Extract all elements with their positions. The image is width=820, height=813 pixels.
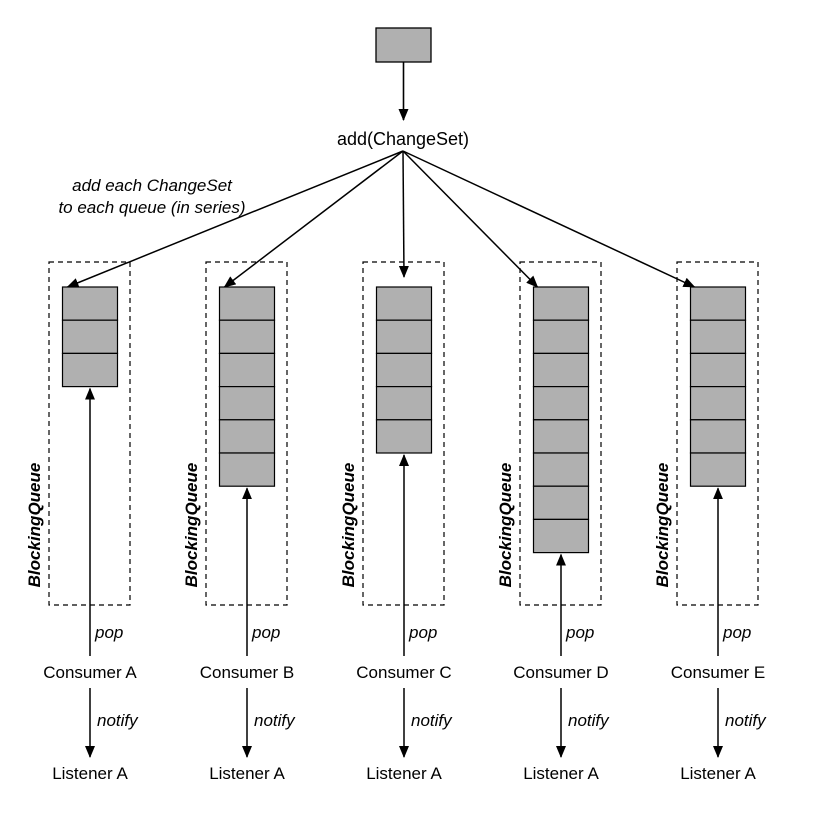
blocking-queue-outline	[519, 261, 602, 606]
queue-slot	[218, 286, 276, 321]
blocking-queue-label: BlockingQueue	[496, 463, 515, 588]
blocking-queue-label: BlockingQueue	[182, 463, 201, 588]
listener-label: Listener A	[209, 764, 285, 783]
queue-slot	[532, 485, 590, 521]
queue-slot	[689, 452, 747, 487]
changeset-source-box	[375, 27, 432, 63]
queue-slot	[532, 452, 590, 487]
queue-slot	[689, 386, 747, 421]
add-to-queue-arrow	[402, 150, 696, 288]
consumer-label: Consumer B	[200, 663, 294, 682]
blocking-queue-label: BlockingQueue	[25, 463, 44, 588]
queue-slot	[218, 319, 276, 355]
add-to-queue-arrow	[223, 150, 404, 288]
add-to-queue-arrow	[398, 150, 409, 278]
blocking-queue-outline	[205, 261, 288, 606]
consumer-label: Consumer C	[356, 663, 451, 682]
queue-slot	[61, 352, 119, 388]
pop-label: pop	[565, 623, 594, 642]
queue-slot	[689, 419, 747, 454]
queue-slot	[218, 419, 276, 454]
queue-slot	[375, 352, 433, 388]
blocking-queue-label: BlockingQueue	[653, 463, 672, 588]
queue-slot	[532, 386, 590, 421]
consumer-label: Consumer D	[513, 663, 608, 682]
listener-label: Listener A	[680, 764, 756, 783]
queue-slot	[375, 386, 433, 421]
blocking-queue-label: BlockingQueue	[339, 463, 358, 588]
queue-slot	[689, 319, 747, 355]
queue-slot	[532, 319, 590, 355]
listener-label: Listener A	[52, 764, 128, 783]
blocking-queue-outline	[676, 261, 759, 606]
add-to-queue-arrow	[402, 150, 539, 288]
queue-slot	[532, 419, 590, 454]
pop-label: pop	[722, 623, 751, 642]
queue-slot	[532, 286, 590, 321]
queue-slot	[61, 319, 119, 355]
pop-label: pop	[251, 623, 280, 642]
blocking-queue-outline	[48, 261, 131, 606]
queue-slot	[218, 352, 276, 388]
consumer-label: Consumer E	[671, 663, 765, 682]
queue-slot	[532, 518, 590, 554]
queue-slot	[532, 352, 590, 388]
queue-slot	[689, 286, 747, 321]
pop-label: pop	[94, 623, 123, 642]
queue-slot	[689, 352, 747, 388]
listener-label: Listener A	[366, 764, 442, 783]
queue-slot	[218, 452, 276, 487]
add-to-queue-arrow	[66, 150, 404, 288]
add-changeset-label: add(ChangeSet)	[337, 129, 469, 149]
notify-label: notify	[97, 711, 139, 730]
notify-label: notify	[254, 711, 296, 730]
series-note-line-2: to each queue (in series)	[58, 198, 245, 217]
series-note-line-1: add each ChangeSet	[72, 176, 233, 195]
consumer-label: Consumer A	[43, 663, 137, 682]
queue-slot	[218, 386, 276, 421]
notify-label: notify	[411, 711, 453, 730]
notify-label: notify	[725, 711, 767, 730]
notify-label: notify	[568, 711, 610, 730]
queue-slot	[375, 319, 433, 355]
queue-slot	[375, 419, 433, 454]
listener-label: Listener A	[523, 764, 599, 783]
queue-slot	[375, 286, 433, 321]
pop-label: pop	[408, 623, 437, 642]
queue-slot	[61, 286, 119, 321]
